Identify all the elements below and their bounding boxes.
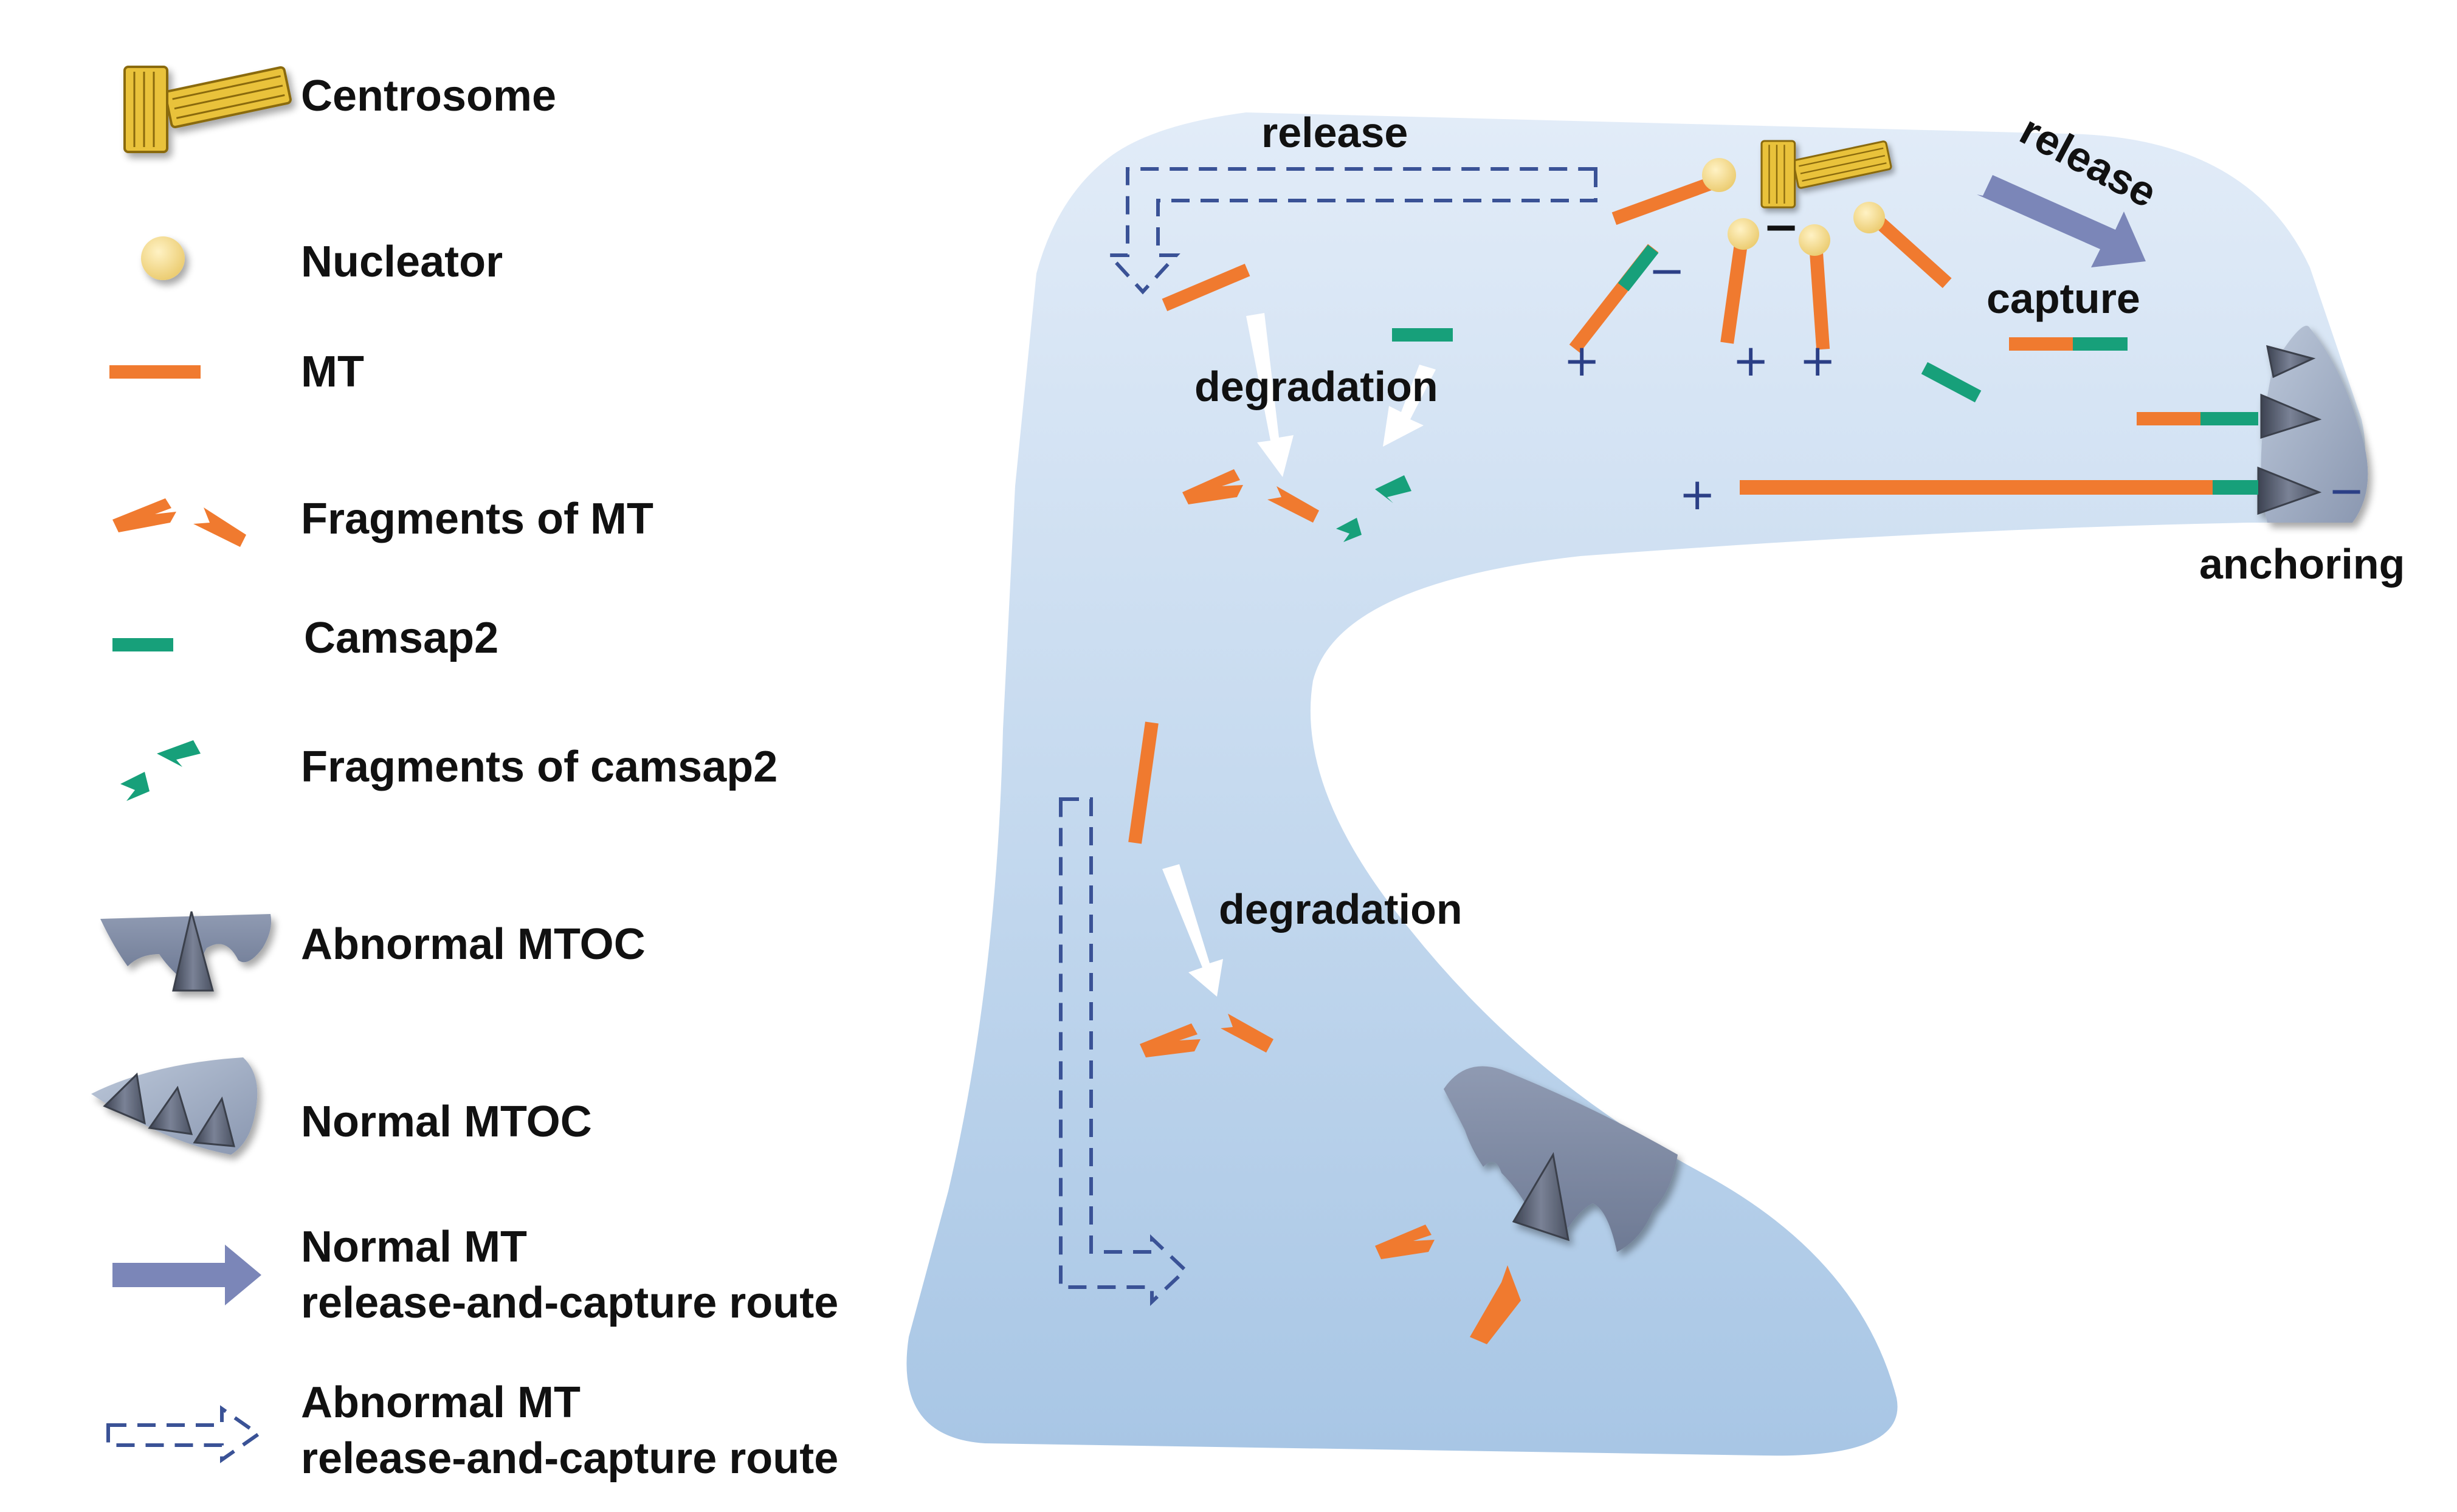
nucleator-icon: [141, 236, 185, 280]
mt-fragment: [1182, 469, 1243, 504]
mt-long: [1740, 480, 2220, 495]
mt-with-camsap2: [1569, 244, 1659, 353]
legend-label-normal-route-line2: release-and-capture route: [301, 1279, 839, 1327]
centrosome: [1760, 140, 1892, 208]
degradation-arrow: [1162, 864, 1223, 997]
mt-segment: [1128, 721, 1159, 844]
degradation-arrow: [1246, 313, 1294, 477]
legend-label-mt: MT: [301, 348, 364, 396]
camsap2-segment: [1921, 362, 1982, 403]
label-anchoring: anchoring: [2199, 540, 2405, 588]
mt-fragment: [1267, 486, 1319, 523]
abnormal-route-arrow-icon: [106, 1405, 262, 1463]
nucleator: [1728, 218, 1759, 250]
label-capture: capture: [1987, 275, 2140, 322]
nucleator: [1702, 158, 1736, 192]
degradation-arrow: [1383, 365, 1436, 447]
normal-route-arrow-icon: [112, 1245, 261, 1305]
camsap2-segment: [2073, 337, 2128, 351]
label-release-top-left: release: [1261, 109, 1408, 156]
legend-label-mt-fragments: Fragments of MT: [301, 495, 654, 543]
mt-fragment: [1375, 1225, 1435, 1259]
abnormal-mtoc-icon: [100, 911, 272, 992]
camsap2-fragment: [1336, 518, 1362, 542]
mt-segment: [1866, 208, 1952, 289]
mt-segment: [1611, 174, 1720, 225]
abnormal-release-route-top: [1105, 167, 1597, 295]
legend-label-abnormal-route-line2: release-and-capture route: [301, 1434, 839, 1483]
mt-fragment: [1221, 1014, 1273, 1053]
camsap2-segment: [2213, 480, 2258, 495]
mt-fragment: [1470, 1265, 1521, 1344]
mt-icon: [109, 365, 201, 379]
normal-release-arrow: [1977, 175, 2146, 267]
mt-segment: [1720, 239, 1748, 344]
legend-label-nucleator: Nucleator: [301, 238, 503, 286]
minus-end-sign: −: [2328, 465, 2365, 516]
minus-end-sign: −: [1649, 245, 1685, 296]
normal-mtoc-icon: [91, 1057, 258, 1155]
nucleator: [1853, 202, 1885, 233]
mt-segment: [1162, 263, 1250, 312]
legend-label-camsap2-fragments: Fragments of camsap2: [301, 743, 778, 791]
neuron-cell-body: [906, 112, 2365, 1456]
mt-fragments-icon: [112, 498, 246, 547]
plus-end-sign: +: [1679, 469, 1715, 520]
abnormal-mtoc-in-cell: [1444, 1066, 1678, 1252]
plus-end-sign: +: [1799, 335, 1836, 386]
centrosome-icon: [123, 66, 292, 153]
normal-mtoc-anchoring: [2257, 326, 2368, 523]
label-degradation-top: degradation: [1194, 363, 1438, 410]
mt-segment: [2137, 412, 2210, 425]
plus-end-sign: +: [1732, 335, 1769, 386]
legend-label-camsap2: Camsap2: [304, 614, 499, 662]
mt-segment: [1808, 242, 1830, 350]
legend-label-normal-route: Normal MT: [301, 1223, 528, 1271]
mt-fragment: [1140, 1023, 1201, 1057]
label-degradation-bottom: degradation: [1219, 885, 1463, 933]
nucleator: [1799, 224, 1830, 256]
camsap2-fragments-icon: [120, 740, 201, 801]
camsap2-icon: [112, 638, 173, 651]
minus-end-sign: −: [1763, 201, 1799, 252]
legend-label-normal-mtoc: Normal MTOC: [301, 1098, 592, 1146]
legend-label-abnormal-route: Abnormal MT: [301, 1378, 581, 1427]
legend-label-centrosome: Centrosome: [301, 72, 557, 120]
camsap2-segment: [2200, 412, 2258, 425]
camsap2-segment: [1392, 328, 1453, 342]
legend-label-abnormal-mtoc: Abnormal MTOC: [301, 920, 646, 969]
plus-end-sign: +: [1563, 335, 1600, 386]
abnormal-release-route-bottom: [1059, 797, 1188, 1306]
mt-segment: [2009, 337, 2091, 351]
camsap2-fragment: [1375, 475, 1411, 503]
